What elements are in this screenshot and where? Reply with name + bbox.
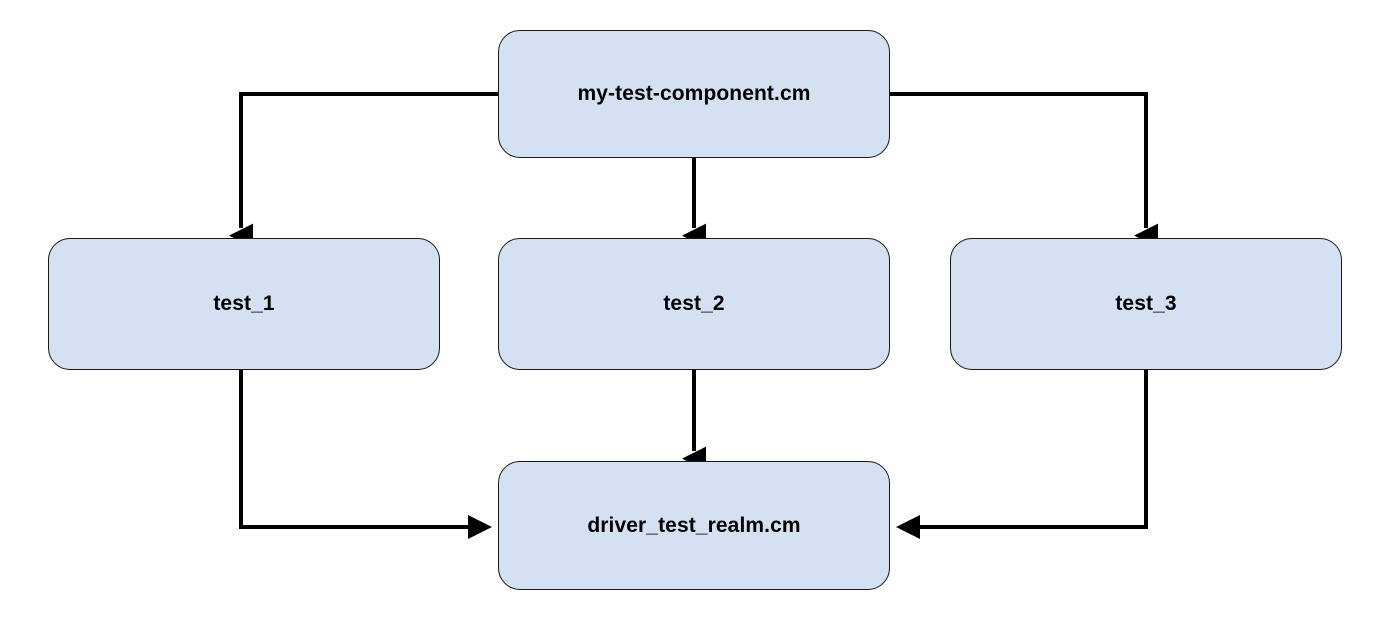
node-label: test_3: [1115, 292, 1177, 315]
edge-component-to-test3: [890, 92, 1158, 248]
node-test-1[interactable]: test_1: [48, 238, 440, 370]
node-label: test_1: [213, 292, 275, 315]
node-label: test_2: [663, 292, 725, 315]
node-label: driver_test_realm.cm: [587, 513, 801, 537]
edge-test3-to-realm: [896, 370, 1148, 539]
edge-component-to-test1: [229, 92, 498, 248]
node-test-2[interactable]: test_2: [498, 238, 890, 370]
node-my-test-component[interactable]: my-test-component.cm: [498, 30, 890, 158]
node-driver-test-realm[interactable]: driver_test_realm.cm: [498, 461, 890, 590]
edge-test1-to-realm: [239, 370, 492, 539]
node-test-3[interactable]: test_3: [950, 238, 1342, 370]
node-label: my-test-component.cm: [577, 82, 811, 105]
